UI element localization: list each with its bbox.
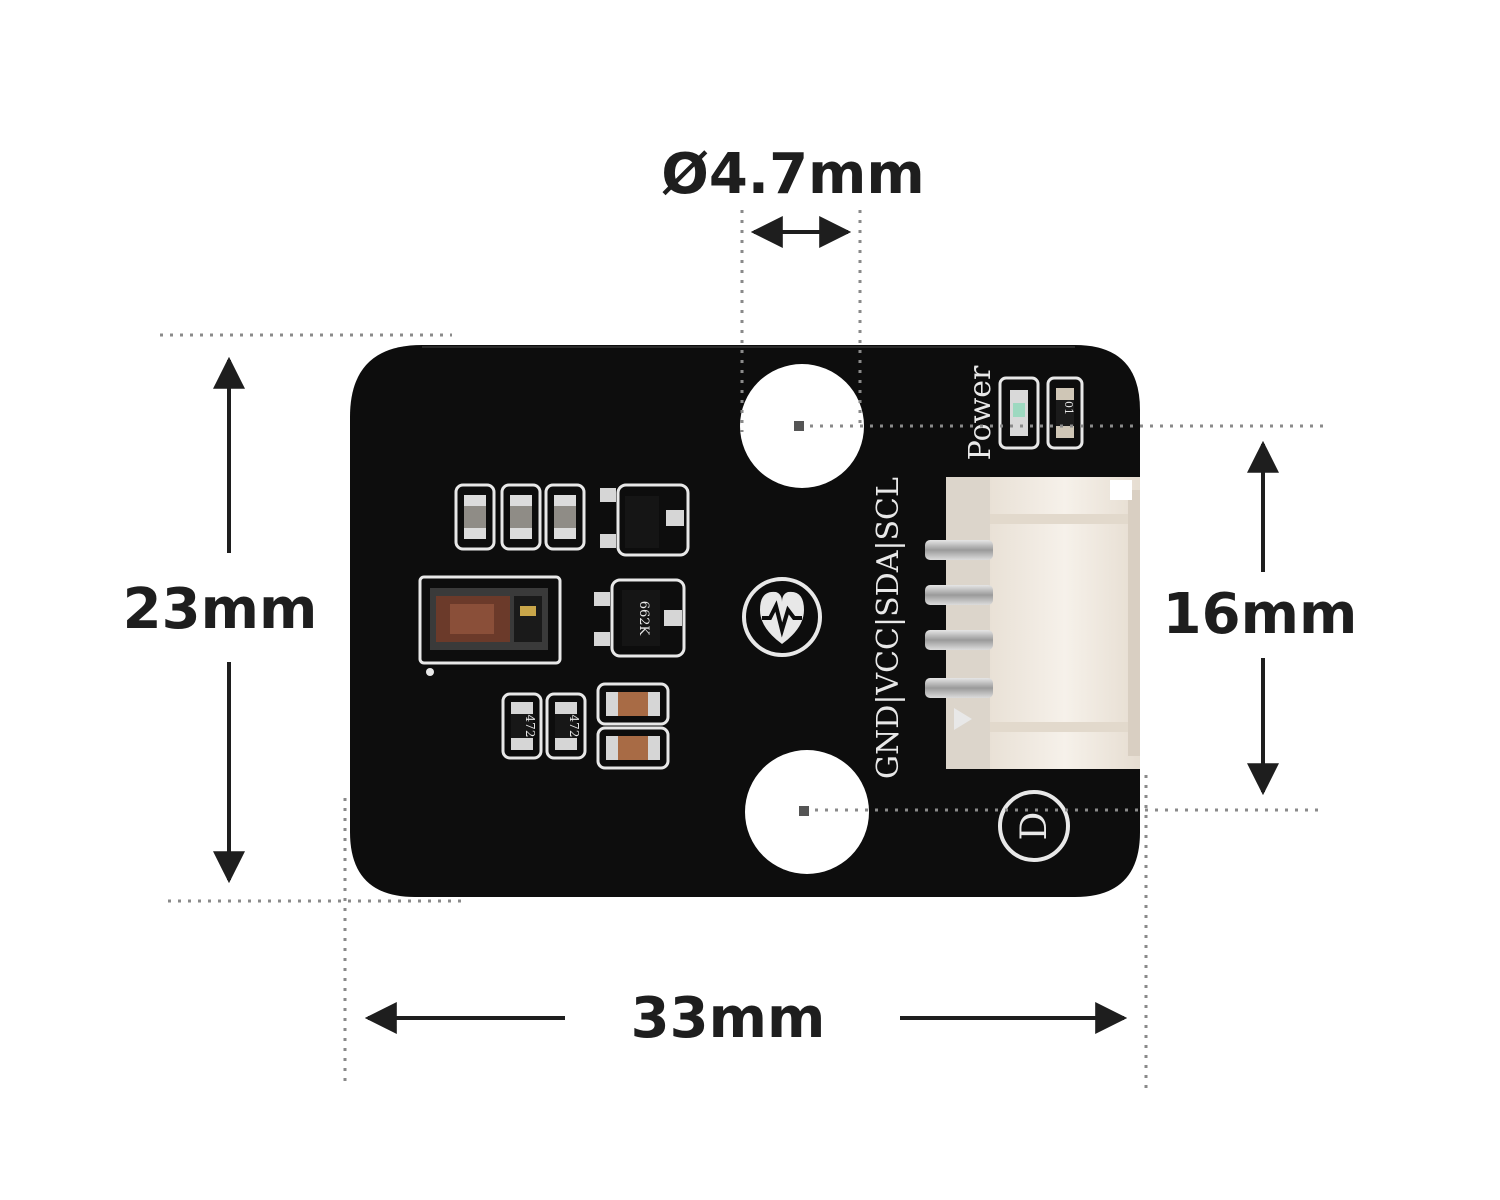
pcb-board: 01 Power [350,345,1140,897]
guide-lines [160,210,1330,1095]
board-width-label: 33mm [631,986,826,1051]
jst-connector [925,477,1140,769]
hole-spacing-label: 16mm [1163,582,1358,647]
capacitor-pair-bottom [596,682,670,770]
connector-pin-2 [925,585,993,605]
resistor-code-1: 472 [523,715,537,738]
resistor-code-2: 472 [567,715,581,738]
pin-labels: GND|VCC|SDA|SCL [871,477,906,779]
transistor-top [600,483,690,557]
connector-pin-4 [925,678,993,698]
board-height-label: 23mm [123,577,318,642]
d-mark-icon: D [998,790,1070,862]
transistor-code: 662K [636,601,651,636]
transistor-middle: 662K [594,578,686,658]
hole-diameter-label: Ø4.7mm [661,142,925,207]
pin1-triangle-icon [954,708,972,730]
power-led-group: 01 [998,376,1084,450]
sensor-chip [418,575,562,676]
power-label: Power [963,365,998,460]
connector-pin-3 [925,630,993,650]
resistor-pair: 472 472 [501,692,587,760]
svg-text:01: 01 [1062,401,1075,415]
connector-pin-1 [925,540,993,560]
brand-logo-icon [742,577,822,657]
dimension-arrows [213,216,1279,1034]
capacitor-row [454,483,586,551]
svg-text:D: D [1014,812,1055,841]
